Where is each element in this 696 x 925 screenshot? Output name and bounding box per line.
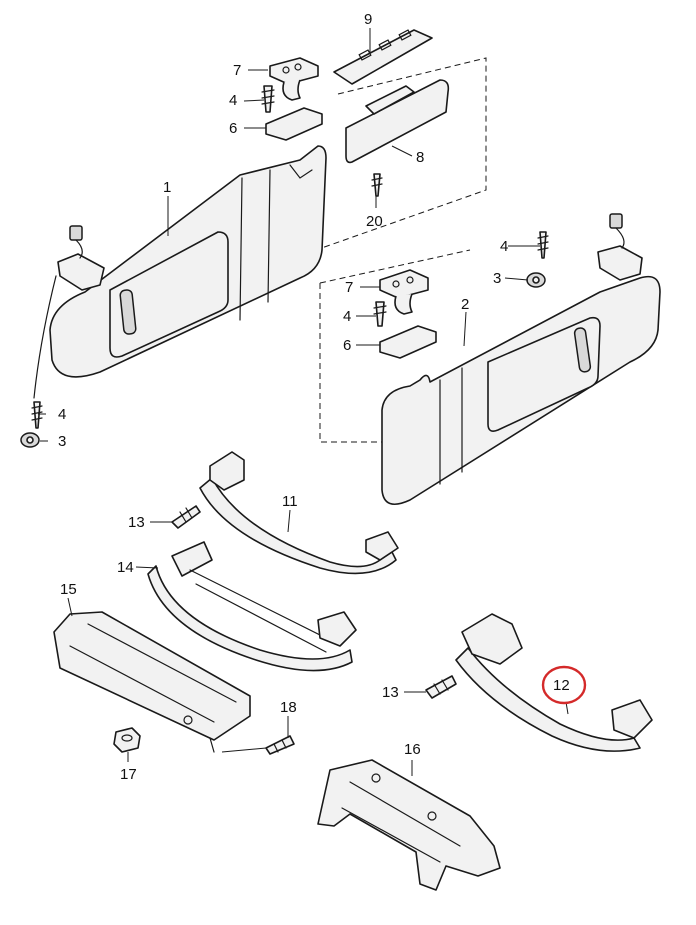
callout-18: 18 — [280, 699, 297, 716]
callout-13-lower: 13 — [382, 684, 399, 701]
cover-6-middle — [379, 325, 437, 359]
nut-17 — [113, 727, 141, 753]
callout-4-upper: 4 — [229, 92, 237, 109]
clip-3-right-visor — [526, 272, 546, 288]
callout-13-upper: 13 — [128, 514, 145, 531]
callout-3-right-visor: 3 — [493, 270, 501, 287]
screw-13-upper — [171, 505, 201, 529]
callout-7-middle: 7 — [345, 279, 353, 296]
visor-mount-7-middle — [379, 269, 429, 315]
cover-6-upper — [265, 107, 323, 141]
leader-lines — [38, 28, 569, 776]
screw-20 — [371, 173, 383, 197]
callout-4-left-visor: 4 — [58, 406, 66, 423]
slide-plate-9 — [333, 29, 433, 85]
grab-handle-11 — [199, 451, 399, 575]
callout-14: 14 — [117, 559, 134, 576]
screw-4-middle — [373, 301, 387, 327]
highlight-ring-part-12 — [541, 665, 587, 705]
callout-16: 16 — [404, 741, 421, 758]
callout-6-middle: 6 — [343, 337, 351, 354]
bracket-16 — [317, 759, 501, 891]
callout-15: 15 — [60, 581, 77, 598]
sun-visor-left — [33, 145, 327, 399]
mount-plate-15 — [53, 611, 251, 753]
callout-12: 12 — [553, 677, 570, 694]
callout-9: 9 — [364, 11, 372, 28]
dashed-group-frames — [315, 57, 487, 443]
screw-18 — [265, 735, 295, 755]
callout-7-upper: 7 — [233, 62, 241, 79]
callout-3-left-visor: 3 — [58, 433, 66, 450]
callout-4-right-visor: 4 — [500, 238, 508, 255]
visor-mount-7-upper — [269, 57, 319, 101]
clip-3-left-visor — [20, 432, 40, 448]
callout-8: 8 — [416, 149, 424, 166]
screw-4-right-visor — [537, 231, 549, 259]
callout-1: 1 — [163, 179, 171, 196]
callout-labels: 7 4 6 9 8 20 1 4 3 4 3 7 4 6 2 11 13 14 … — [58, 11, 570, 783]
sun-visor-right — [381, 213, 661, 506]
screw-13-lower — [425, 675, 457, 699]
callout-4-middle: 4 — [343, 308, 351, 325]
callout-6-upper: 6 — [229, 120, 237, 137]
callout-2: 2 — [461, 296, 469, 313]
grab-handle-bracket-14 — [147, 541, 357, 672]
callout-11: 11 — [282, 493, 298, 510]
callout-17: 17 — [120, 766, 137, 783]
screw-4-upper — [261, 85, 275, 113]
screw-4-left-visor — [31, 401, 43, 429]
callout-20: 20 — [366, 213, 383, 230]
grab-handle-12 — [455, 613, 653, 752]
vanity-lamp-8 — [345, 79, 450, 164]
